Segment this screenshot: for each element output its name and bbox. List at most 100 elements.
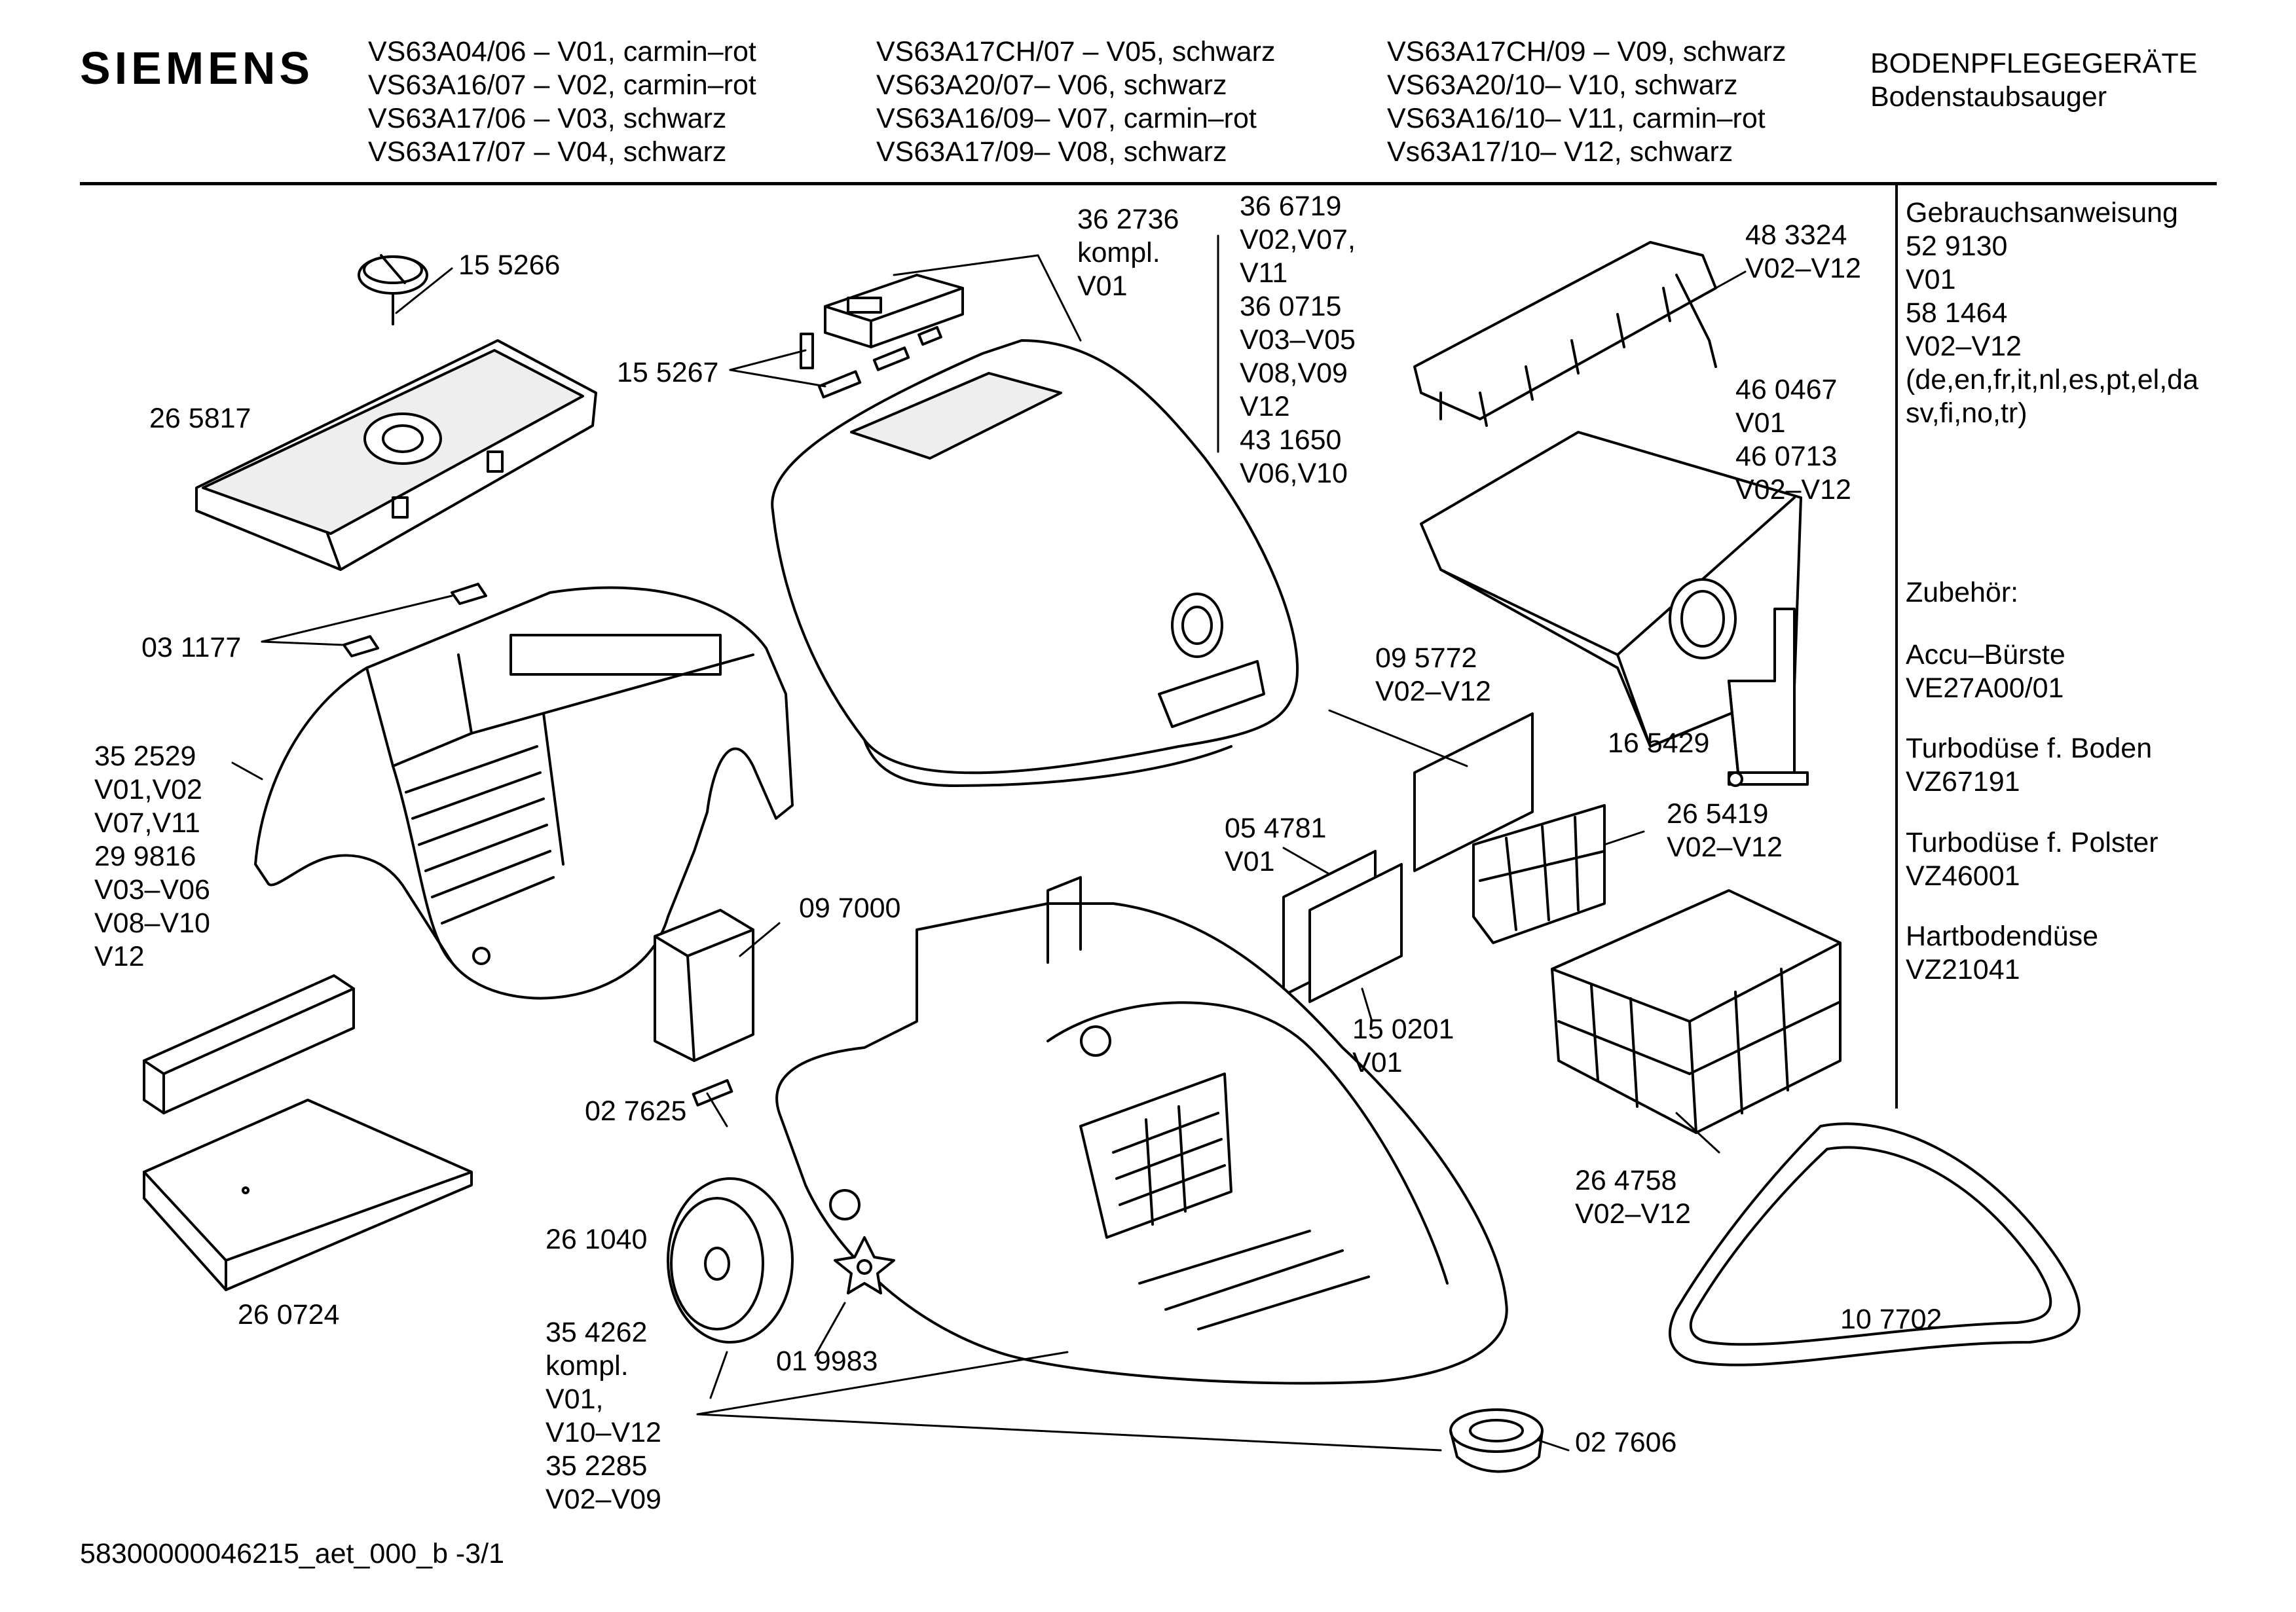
manual-line: V01 [1906,264,1956,295]
part-label-155267: 15 5267 [617,356,718,390]
part-variant: V07,V11 [94,807,200,839]
part-wheel-drawing [667,1177,794,1344]
part-number: 48 3324 [1745,219,1847,251]
part-number: 43 1650 [1240,424,1342,456]
part-number: 36 0715 [1240,291,1342,322]
part-label-265419: 26 5419 V02–V12 [1667,797,1783,864]
header-model-line: VS63A20/07– V06, schwarz [876,69,1276,102]
header-models-col1: VS63A04/06 – V01, carmin–rot VS63A16/07 … [368,35,756,169]
part-variant: V08–V10 [94,907,210,939]
part-label-165429: 16 5429 [1608,727,1709,760]
accessory-name: Turbodüse f. Polster [1906,827,2158,858]
part-lid-drawing [771,339,1299,787]
part-variant: V03–V06 [94,874,210,906]
part-star-clip-drawing [834,1236,895,1294]
header-model-code: Vs63A17/10 [1387,136,1541,168]
header-model-line: VS63A17CH/09 – V09, schwarz [1387,36,1787,67]
part-flap-drawing [654,909,754,1062]
part-label-054781: 05 4781 V01 [1225,812,1326,879]
part-number: 36 6719 [1240,191,1342,222]
accessory-item: Accu–Bürste VE27A00/01 [1906,638,2065,705]
part-label-027606: 02 7606 [1575,1426,1676,1459]
category-title: BODENPFLEGEGERÄTE [1870,48,2198,79]
header-model-variant: – V06, schwarz [1034,69,1227,101]
part-label-362736: 36 2736 kompl. V01 [1077,203,1179,303]
part-variant: V02–V09 [546,1484,661,1515]
part-filter-basket-drawing [1551,889,1842,1134]
part-label-460467: 46 0467 V01 46 0713 V02–V12 [1735,373,1851,507]
accessory-code: VZ46001 [1906,860,2020,892]
header-category: BODENPFLEGEGERÄTE Bodenstaubsauger [1870,47,2197,114]
part-filter-sheet-drawing [1413,712,1534,872]
part-variant: V08,V09 [1240,357,1348,389]
part-label-155266: 15 5266 [458,249,560,282]
part-note: kompl. [1077,237,1160,268]
header-model-line: VS63A20/10– V10, schwarz [1387,69,1787,102]
part-label-150201: 15 0201 V01 [1352,1013,1454,1080]
part-number: 10 7702 [1840,1304,1942,1335]
header-model-line: VS63A16/09– V07, carmin–rot [876,102,1276,136]
part-variant: V02–V12 [1735,474,1851,505]
part-variant: V12 [1240,391,1290,422]
part-number: 46 0713 [1735,441,1838,472]
part-variant: V02,V07, [1240,224,1356,255]
part-pin-drawing [692,1079,733,1107]
part-number: 09 7000 [799,892,901,924]
part-filter-plate-drawing [143,1099,473,1291]
manual-line: V02–V12 [1906,331,2022,362]
header-model-code: VS63A16/09 [876,103,1035,134]
part-number: 01 9983 [776,1346,878,1377]
manual-line: (de,en,fr,it,nl,es,pt,el,da [1906,364,2198,395]
part-number: 26 0724 [238,1299,340,1330]
part-variant: V01,V02 [94,774,202,805]
header-model-line: VS63A17/06 – V03, schwarz [368,103,727,134]
part-variant: V11 [1240,257,1288,289]
accessory-name: Hartbodendüse [1906,921,2099,952]
part-variant: V02–V12 [1375,676,1491,707]
part-label-019983: 01 9983 [776,1345,878,1378]
leader-lines [231,234,1747,1452]
part-label-366719: 36 6719 V02,V07, V11 36 0715 V03–V05 V08… [1240,190,1356,490]
header-rule [80,182,2217,185]
part-number: 09 5772 [1375,642,1477,674]
part-seal-drawing [1669,1122,2081,1366]
manual-info: Gebrauchsanweisung 52 9130 V01 58 1464 V… [1906,196,2198,430]
part-variant: V02–V12 [1745,253,1861,284]
part-number: 26 1040 [546,1224,648,1255]
part-number: 05 4781 [1225,813,1327,844]
header-model-code: VS63A20/07 [876,69,1035,101]
part-foam-strip-drawing [143,974,355,1114]
part-number: 02 7625 [585,1095,687,1127]
part-variant: V01 [1352,1047,1403,1078]
part-variant: V02–V12 [1575,1198,1691,1230]
part-variant: V10–V12 [546,1417,661,1448]
header-model-code: VS63A20/10 [1387,69,1546,101]
header-model-variant: – V07, carmin–rot [1034,103,1257,134]
part-number: 26 5419 [1667,798,1769,830]
part-label-265817: 26 5817 [149,402,251,435]
header-model-line: VS63A16/10– V11, carmin–rot [1387,102,1787,136]
part-bag-frame-drawing [1413,241,1717,427]
brand-logo: SIEMENS [80,43,314,94]
part-variant: V02–V12 [1667,832,1783,863]
part-motor-filter-pads-drawing [1282,850,1403,1003]
part-label-095772: 09 5772 V02–V12 [1375,642,1491,708]
accessory-name: Turbodüse f. Boden [1906,733,2153,764]
header-model-code: VS63A17/09 [876,136,1035,168]
header-model-variant: – V11, carmin–rot [1545,103,1766,134]
header-models-col3: VS63A17CH/09 – V09, schwarz VS63A20/10– … [1387,35,1787,169]
part-number: 35 2285 [546,1450,648,1482]
part-number: 15 5266 [458,249,561,281]
part-label-261040: 26 1040 [546,1223,647,1256]
part-latch-drawing [824,274,964,348]
accessories-title: Zubehör: [1906,577,2019,608]
part-filter-cover-drawing [195,339,597,571]
part-label-260724: 26 0724 [238,1298,339,1332]
manual-line: 58 1464 [1906,297,2008,329]
part-label-264758: 26 4758 V02–V12 [1575,1164,1691,1231]
manual-line: sv,fi,no,tr) [1906,397,2028,429]
accessory-item: Turbodüse f. Boden VZ67191 [1906,732,2152,799]
part-label-107702: 10 7702 [1840,1303,1942,1336]
part-number: 03 1177 [141,632,242,663]
